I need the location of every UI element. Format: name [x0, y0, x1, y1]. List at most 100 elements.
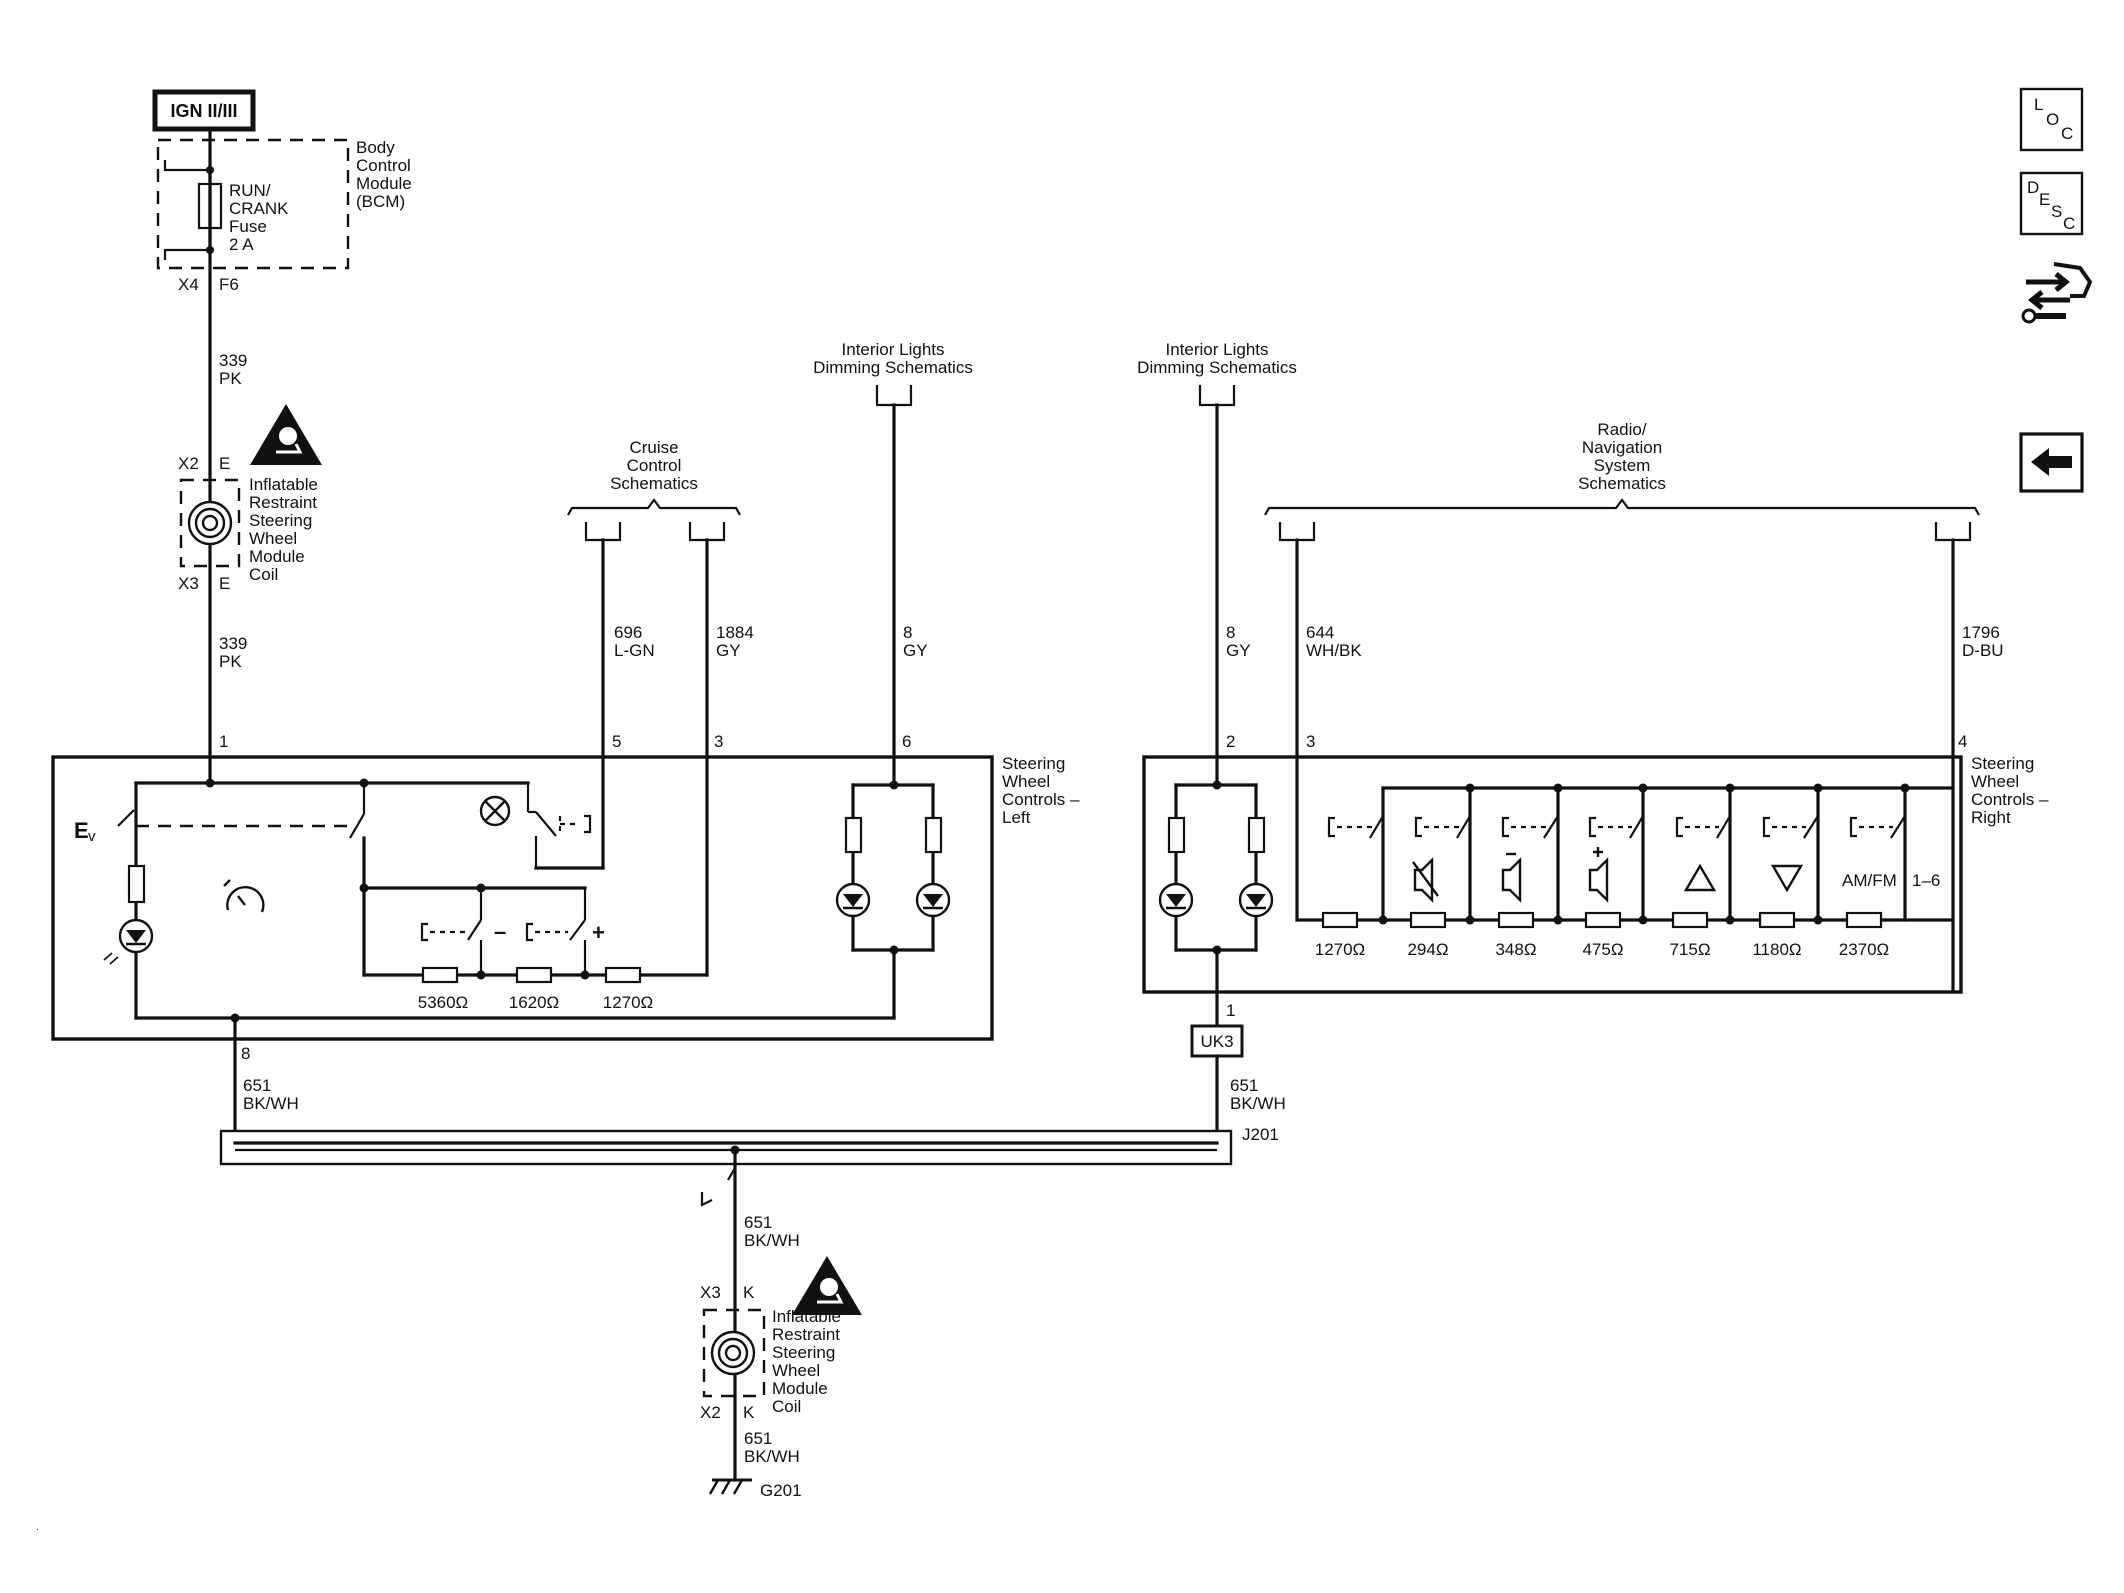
resistor-1270-right [1321, 911, 1359, 929]
right-module-name-4: Right [1971, 808, 2011, 827]
left-bulb-resistor [127, 864, 146, 904]
resistor-475 [1584, 911, 1622, 929]
resistor-1270-right-label: 1270Ω [1315, 940, 1366, 959]
coil-upper-conn-top: X2 [178, 454, 199, 473]
loc-letter-o: O [2046, 110, 2059, 129]
resistor-5360 [421, 966, 459, 984]
right-module-name-1: Steering [1971, 754, 2034, 773]
left-module-name-3: Controls – [1002, 790, 1080, 809]
coil-upper-name-4: Wheel [249, 529, 297, 548]
resistor-348 [1497, 911, 1535, 929]
back-button[interactable] [2019, 432, 2084, 493]
fuse-rating: 2 A [229, 235, 254, 254]
resistor-294-label: 294Ω [1407, 940, 1448, 959]
ref-dim-left-1: Interior Lights [842, 340, 945, 359]
bcm-connector: X4 [178, 275, 199, 294]
cruise-speed-icon [223, 879, 265, 913]
left-pin-3: 3 [714, 732, 723, 751]
wire-339-bottom-circuit: 339 [219, 634, 247, 653]
resistor-294 [1409, 911, 1447, 929]
left-module-name-2: Wheel [1002, 772, 1050, 791]
resistor-1270-left [604, 966, 642, 984]
coil-upper-name-1: Inflatable [249, 475, 318, 494]
airbag-warning-icon [250, 404, 322, 465]
wire-1796-circuit: 1796 [1962, 623, 2000, 642]
wire-651-right-color: BK/WH [1230, 1094, 1286, 1113]
ref-cruise-control: Cruise Control Schematics [567, 438, 741, 542]
bcm-module: Body Control Module (BCM) RUN/ CRANK Fus… [156, 138, 412, 294]
resistor-1180 [1758, 911, 1796, 929]
resistor-2370-label: 2370Ω [1839, 940, 1890, 959]
loc-letter-l: L [2034, 95, 2043, 114]
resistor-5360-label: 5360Ω [418, 993, 469, 1012]
ign-label: IGN II/III [170, 101, 237, 121]
coil-upper-pin-top: E [219, 454, 230, 473]
steering-wheel-controls-left: Steering Wheel Controls – Left 1 5 3 6 8… [51, 732, 1080, 1063]
ref-cruise-2: Control [627, 456, 682, 475]
switch-actuator-icon [420, 922, 428, 942]
coil-upper-name-2: Restraint [249, 493, 317, 512]
desc-letter-s: S [2051, 202, 2062, 221]
volume-up-icon [1588, 847, 1609, 903]
wire-651-left-circuit: 651 [243, 1076, 271, 1095]
ign-source: IGN II/III [152, 89, 256, 132]
airbag-coil-lower: X3 K X2 K Inflatable Restraint Steering … [700, 1256, 862, 1422]
bcm-input-connector [163, 160, 210, 172]
page-mark: . [36, 1522, 39, 1533]
wire-1884-circuit: 1884 [716, 623, 754, 642]
resume-plus-label: + [592, 920, 605, 945]
coil-upper-name-5: Module [249, 547, 305, 566]
resistor-1620 [515, 966, 553, 984]
coil-lower-pin-top: K [743, 1283, 755, 1302]
seek-up-icon [1683, 863, 1717, 892]
wire-339-top-color: PK [219, 369, 242, 388]
switch-actuator-icon [525, 922, 533, 942]
ref-cruise-1: Cruise [629, 438, 678, 457]
ref-cruise-3: Schematics [610, 474, 698, 493]
wire-1884-color: GY [716, 641, 741, 660]
ref-dim-right-2: Dimming Schematics [1137, 358, 1297, 377]
led-icon [1158, 882, 1194, 918]
fuse-name-1: RUN/ [229, 181, 271, 200]
seek-down-icon [1770, 864, 1804, 893]
description-button[interactable]: D E S C [2019, 171, 2084, 236]
back-arrow-icon [2031, 448, 2072, 476]
right-module-name-2: Wheel [1971, 772, 2019, 791]
resistor-1620-label: 1620Ω [509, 993, 560, 1012]
diagnostic-tools-icon [2021, 262, 2093, 324]
coil-lower-name-2: Restraint [772, 1325, 840, 1344]
fuse-name-3: Fuse [229, 217, 267, 236]
led-icon [835, 882, 871, 918]
wire-696-color: L-GN [614, 641, 655, 660]
ref-radio-navigation: Radio/ Navigation System Schematics [1264, 420, 1980, 542]
ref-dimming-right: Interior Lights Dimming Schematics [1137, 340, 1297, 407]
coil-lower-name-5: Module [772, 1379, 828, 1398]
ref-radio-2: Navigation [1582, 438, 1662, 457]
wire-651-down-color: BK/WH [744, 1231, 800, 1250]
coil-upper-name-6: Coil [249, 565, 278, 584]
left-pin-8: 8 [241, 1044, 250, 1063]
bcm-pin: F6 [219, 275, 239, 294]
ref-radio-1: Radio/ [1597, 420, 1646, 439]
ground-label: G201 [760, 1481, 802, 1500]
desc-letter-d: D [2027, 178, 2039, 197]
coil-upper-conn-bottom: X3 [178, 574, 199, 593]
left-pin-5: 5 [612, 732, 621, 751]
bcm-name-1: Body [356, 138, 395, 157]
am-fm-label: AM/FM [1842, 871, 1897, 890]
wire-651-down-circuit: 651 [744, 1213, 772, 1232]
wire-651-right-circuit: 651 [1230, 1076, 1258, 1095]
location-button[interactable]: L O C [2019, 87, 2084, 152]
right-pin-4: 4 [1958, 732, 1967, 751]
led-icon [915, 882, 951, 918]
left-pin-6: 6 [902, 732, 911, 751]
loc-letter-c: C [2061, 124, 2073, 143]
ref-radio-4: Schematics [1578, 474, 1666, 493]
uk3-connector: UK3 [1190, 1024, 1244, 1058]
resistor-1180-label: 1180Ω [1752, 940, 1801, 959]
bcm-name-2: Control [356, 156, 411, 175]
wire-651-ground-circuit: 651 [744, 1429, 772, 1448]
right-pin-2: 2 [1226, 732, 1235, 751]
bcm-name-3: Module [356, 174, 412, 193]
diagnostic-tools-button[interactable] [2021, 262, 2093, 324]
